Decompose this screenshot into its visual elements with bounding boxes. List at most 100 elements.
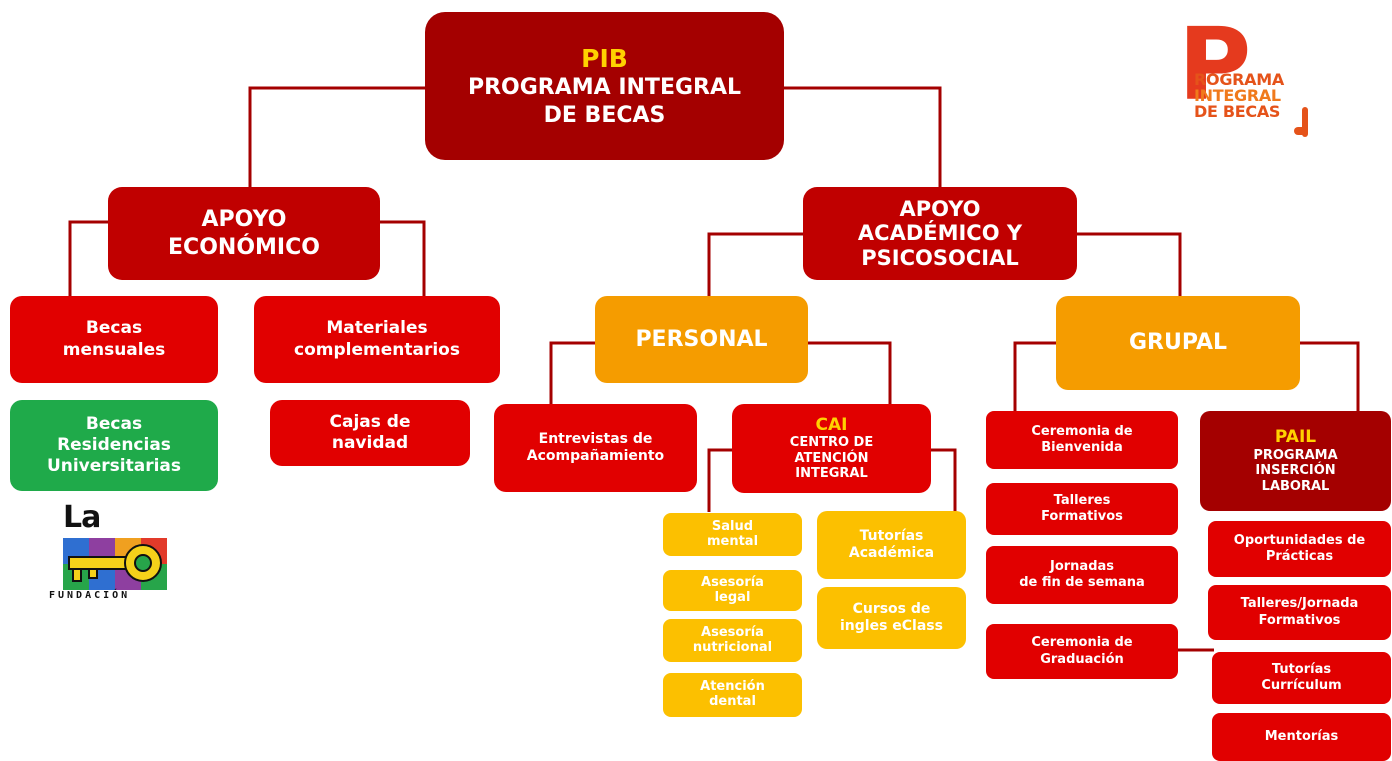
jornadas-line2: de fin de semana: [1019, 575, 1145, 590]
connector-economico-materiales: [380, 220, 426, 296]
oportunidades-line2: Prácticas: [1265, 549, 1334, 564]
root-acronym: PIB: [581, 43, 628, 73]
talleres-jornada-line2: Formativos: [1258, 612, 1341, 628]
ceremonia-bienvenida-node: Ceremonia de Bienvenida: [986, 411, 1178, 469]
tutorias-line1: Tutorías: [859, 527, 924, 544]
logo-text: ROGRAMA INTEGRAL DE BECAS: [1194, 72, 1284, 120]
cursos-line1: Cursos de: [852, 600, 931, 617]
atencion-dental-node: Atención dental: [663, 673, 802, 717]
root-node: PIB PROGRAMA INTEGRAL DE BECAS: [425, 12, 784, 160]
mentorias-node: Mentorías: [1212, 713, 1391, 761]
becas-residencias-node: Becas Residencias Universitarias: [10, 400, 218, 491]
curriculum-line1: Tutorías: [1271, 661, 1332, 677]
connector-academico-personal: [707, 232, 803, 296]
dental-line1: Atención: [700, 679, 765, 695]
materiales-line1: Materiales: [326, 318, 428, 339]
jornadas-node: Jornadas de fin de semana: [986, 546, 1178, 604]
connector-personal-cai: [808, 341, 892, 404]
key-icon: [63, 538, 167, 590]
connector-personal-entrevistas: [549, 341, 595, 404]
oportunidades-practicas-node: Oportunidades de Prácticas: [1208, 521, 1391, 577]
tutorias-line2: Académica: [848, 545, 935, 561]
connector-economico-becas: [68, 220, 108, 296]
pail-acronym: PAIL: [1274, 427, 1317, 448]
residencias-line2: Residencias: [57, 434, 171, 455]
cai-node: CAI CENTRO DE ATENCIÓN INTEGRAL: [732, 404, 931, 493]
logo-p-letter: P: [1178, 6, 1252, 123]
connector-grupal-pail: [1300, 341, 1360, 411]
materiales-node: Materiales complementarios: [254, 296, 500, 383]
oportunidades-line1: Oportunidades de: [1233, 532, 1366, 548]
graduacion-line1: Ceremonia de: [1031, 635, 1133, 651]
nutricional-line1: Asesoría: [701, 624, 764, 640]
bienvenida-line2: Bienvenida: [1041, 440, 1123, 455]
connector-cai-right: [931, 448, 957, 512]
cajas-line1: Cajas de: [329, 411, 411, 432]
personal-node: PERSONAL: [595, 296, 808, 383]
salud-line2: mental: [706, 533, 759, 549]
legal-line2: legal: [714, 589, 751, 605]
programa-integral-becas-logo: P ROGRAMA INTEGRAL DE BECAS: [1178, 15, 1308, 140]
entrevistas-line2: Acompañamiento: [526, 448, 665, 464]
pail-line3: LABORAL: [1261, 478, 1330, 494]
residencias-line3: Universitarias: [46, 456, 182, 477]
ceremonia-graduacion-node: Ceremonia de Graduación: [986, 624, 1178, 679]
pail-line2: INSERCIÓN: [1255, 463, 1336, 479]
dental-line2: dental: [709, 694, 756, 709]
pail-line1: PROGRAMA: [1253, 447, 1338, 463]
logo-accent-icon: [1294, 107, 1308, 137]
cajas-line2: navidad: [331, 433, 409, 453]
nutricional-line2: nutricional: [692, 639, 773, 655]
apoyo-academico-node: APOYO ACADÉMICO Y PSICOSOCIAL: [803, 187, 1077, 280]
root-title-line1: PROGRAMA INTEGRAL: [467, 75, 742, 101]
cai-line3: INTEGRAL: [795, 466, 868, 482]
logo-line1: ROGRAMA: [1194, 70, 1284, 89]
becas-mensuales-line1: Becas: [85, 318, 143, 339]
mentorias-line1: Mentorías: [1264, 728, 1339, 744]
residencias-line1: Becas: [85, 413, 143, 434]
cai-acronym: CAI: [815, 414, 848, 435]
tutorias-academica-node: Tutorías Académica: [817, 511, 966, 579]
logo-line2: INTEGRAL: [1194, 86, 1281, 105]
talleres-jornada-node: Talleres/Jornada Formativos: [1208, 585, 1391, 640]
talleres-jornada-line1: Talleres/Jornada: [1240, 596, 1359, 612]
apoyo-economico-node: APOYO ECONÓMICO: [108, 187, 380, 280]
root-title-line2: DE BECAS: [543, 102, 666, 128]
entrevistas-node: Entrevistas de Acompañamiento: [494, 404, 697, 492]
apoyo-economico-line2: ECONÓMICO: [168, 234, 320, 260]
cursos-line2: ingles eClass: [840, 618, 943, 634]
la-llave-sub: FUNDACIÓN: [49, 590, 131, 601]
connector-academico-grupal: [1077, 232, 1182, 296]
apoyo-academico-line3: PSICOSOCIAL: [861, 245, 1019, 270]
pail-node: PAIL PROGRAMA INSERCIÓN LABORAL: [1200, 411, 1391, 511]
apoyo-academico-line2: ACADÉMICO Y: [857, 221, 1023, 246]
becas-mensuales-node: Becas mensuales: [10, 296, 218, 383]
entrevistas-line1: Entrevistas de: [538, 430, 653, 447]
legal-line1: Asesoría: [701, 574, 764, 590]
apoyo-economico-line1: APOYO: [201, 207, 287, 232]
cai-line1: CENTRO DE: [789, 435, 874, 451]
talleres-formativos-node: Talleres Formativos: [986, 483, 1178, 535]
cai-line2: ATENCIÓN: [794, 450, 869, 466]
jornadas-line1: Jornadas: [1049, 558, 1115, 574]
tutorias-curriculum-node: Tutorías Currículum: [1212, 652, 1391, 704]
grupal-title: GRUPAL: [1128, 330, 1227, 356]
personal-title: PERSONAL: [635, 326, 768, 352]
apoyo-academico-line1: APOYO: [899, 197, 981, 222]
materiales-line2: complementarios: [294, 339, 460, 360]
talleres-line2: Formativos: [1041, 509, 1123, 524]
asesoria-legal-node: Asesoría legal: [663, 570, 802, 611]
curriculum-line2: Currículum: [1261, 678, 1342, 693]
cursos-ingles-node: Cursos de ingles eClass: [817, 587, 966, 649]
graduacion-line2: Graduación: [1040, 651, 1124, 667]
bienvenida-line1: Ceremonia de: [1031, 423, 1133, 439]
logo-line3: DE BECAS: [1194, 102, 1281, 121]
connector-root-academico: [784, 86, 942, 187]
talleres-line1: Talleres: [1053, 492, 1111, 508]
connector-cai-left: [707, 448, 732, 512]
asesoria-nutricional-node: Asesoría nutricional: [663, 619, 802, 662]
connector-grupal-bienvenida: [1013, 341, 1056, 411]
grupal-node: GRUPAL: [1056, 296, 1300, 390]
la-llave-logo: La Llave FUNDACIÓN: [49, 500, 175, 608]
